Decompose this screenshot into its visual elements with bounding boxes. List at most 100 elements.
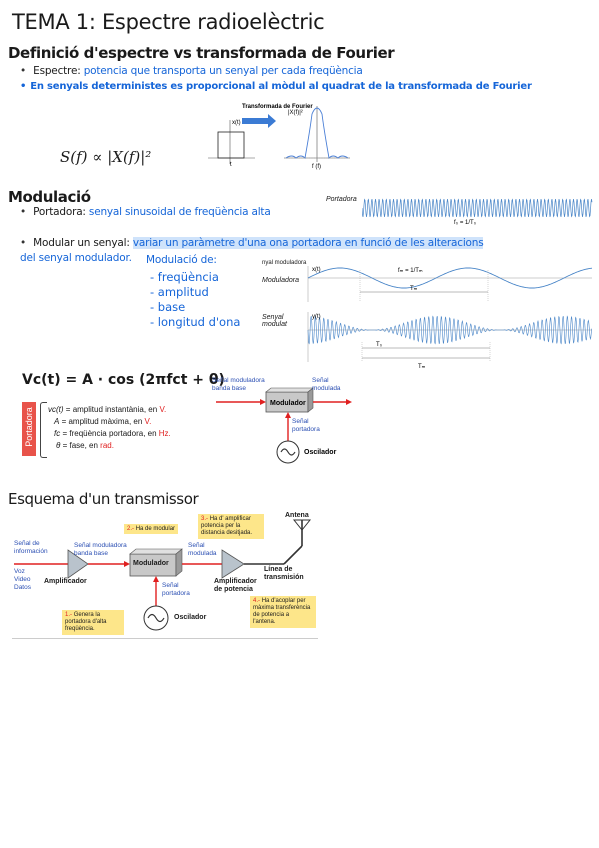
- input-signal-label: Señal moduladora banda base: [212, 377, 265, 392]
- list-item: - base: [150, 300, 186, 314]
- note-1: 1.- Genera la portadora d'alta freqüènci…: [62, 610, 124, 635]
- transmitter-diagram: Señal de información Voz Video Datos Amp…: [12, 512, 318, 639]
- wave-top-cut-label: nyal moduladora: [262, 260, 307, 266]
- def-symbol: vc(t): [48, 405, 64, 414]
- note-number: 3.-: [201, 516, 209, 522]
- carrier-annotation: f₀ = 1/T₀: [454, 220, 477, 226]
- bullet-text: variar un paràmetre d'una ona portadora …: [132, 237, 484, 249]
- power-amplifier-icon: [221, 549, 245, 579]
- page-title: TEMA 1: Espectre radioelèctric: [12, 10, 325, 34]
- f-label: f (f): [312, 164, 321, 170]
- antenna-icon: [292, 519, 312, 531]
- note-number: 2.-: [127, 526, 135, 532]
- oscillator-label: Oscilador: [174, 614, 207, 621]
- bullet-text: potencia que transporta un senyal per ca…: [83, 65, 363, 77]
- modulator-block-label: Modulador: [270, 400, 306, 407]
- spectrum-formula: S(f) ∝ |X(f)|²: [60, 148, 152, 166]
- def-text: = amplitud instantània, en: [65, 405, 158, 414]
- section-heading-transmissor: Esquema d'un transmissor: [8, 490, 199, 508]
- bullet-deterministic: En senyals deterministes es proporcional…: [20, 81, 532, 92]
- carrier-signal-label: Señal portadora: [292, 418, 320, 433]
- xt-label: x(t): [312, 267, 321, 273]
- note-number: 1.-: [65, 612, 73, 618]
- t-label: t: [230, 162, 232, 168]
- antenna-label: Antena: [285, 512, 309, 519]
- def-text: = fase, en: [62, 441, 98, 450]
- note-text: Ha d' amplificar potencia per la distanc…: [201, 516, 253, 536]
- amplifier-icon: [67, 549, 89, 579]
- note-text: Ha de modular: [135, 526, 176, 532]
- t0-label: T₀: [376, 342, 383, 348]
- carrier-label: Portadora: [326, 196, 357, 203]
- power-amp-label: Amplificador de potencia: [214, 578, 257, 593]
- tm-label-bottom: Tₘ: [418, 364, 426, 370]
- portadora-label: Señal portadora: [162, 582, 190, 597]
- list-item: - freqüència: [150, 270, 219, 284]
- transmission-line-label: Línea de transmisión: [264, 566, 304, 581]
- bullet-text: senyal sinusoidal de freqüència alta: [88, 206, 271, 218]
- note-text: Ha d'acoplar per màxima transferència de…: [253, 598, 311, 625]
- bullet-modular-continued: del senyal modulador.: [20, 252, 132, 264]
- definition-row: fc = freqüència portadora, en Hz.: [48, 428, 171, 440]
- definition-row: θ = fase, en rad.: [48, 440, 171, 452]
- banda-base-label: Señal moduladora banda base: [74, 542, 127, 557]
- fm-annotation: fₘ = 1/Tₘ: [398, 268, 423, 274]
- definition-row: A = amplitud màxima, en V.: [48, 416, 171, 428]
- note-4: 4.- Ha d'acoplar per màxima transferènci…: [250, 596, 316, 628]
- note-text: Genera la portadora d'alta freqüència.: [65, 612, 107, 632]
- fourier-arrow-icon: [242, 114, 276, 128]
- spectrum-axis-label: |X(f)|²: [288, 110, 303, 116]
- def-symbol: fc: [54, 429, 61, 438]
- list-item: Voz: [14, 568, 25, 575]
- note-3: 3.- Ha d' amplificar potencia per la dis…: [198, 514, 264, 539]
- modulacio-de: Modulació de:: [146, 254, 217, 266]
- definition-row: vc(t) = amplitud instantània, en V.: [48, 404, 171, 416]
- source-list: Voz Video Datos: [14, 568, 31, 592]
- oscillator-icon: [147, 613, 165, 623]
- def-text: = freqüència portadora, en: [62, 429, 157, 438]
- time-axis-label: x(t): [232, 120, 241, 126]
- info-signal-label: Señal de información: [14, 540, 48, 555]
- note-number: 4.-: [253, 598, 261, 604]
- modulation-waves: x(t) fₘ = 1/Tₘ Tₘ y(t) T₀ Tₘ: [307, 266, 593, 370]
- fourier-arrow-label: Transformada de Fourier: [242, 104, 313, 110]
- bullet-modular: Modular un senyal: variar un paràmetre d…: [20, 237, 484, 249]
- list-item: Datos: [14, 584, 31, 591]
- def-text: = amplitud màxima, en: [61, 417, 143, 426]
- oscillator-label: Oscilador: [304, 449, 337, 456]
- list-item: Video: [14, 576, 31, 583]
- bullet-label: Espectre:: [33, 65, 81, 77]
- carrier-formula: Vc(t) = A · cos (2πfct + θ): [22, 372, 225, 388]
- def-unit: V.: [159, 405, 167, 414]
- senyal-modulat-label: Senyal modulat: [262, 314, 287, 328]
- def-symbol: A: [54, 417, 60, 426]
- portadora-tag: Portadora: [22, 402, 36, 456]
- output-signal-label: Señal modulada: [312, 377, 341, 392]
- modulator-label: Modulador: [133, 560, 169, 567]
- portadora-tag-label: Portadora: [24, 407, 34, 447]
- list-item: - amplitud: [150, 285, 209, 299]
- fourier-figure: x(t) t Transformada de Fourier |X(f)|² f…: [208, 104, 350, 170]
- definitions-bracket: [40, 402, 47, 458]
- modulator-diagram: Modulador Oscilador: [216, 387, 352, 464]
- modulation-types-list: - freqüència - amplitud - base - longitu…: [150, 270, 240, 330]
- bullet-portadora: Portadora: senyal sinusoidal de freqüènc…: [20, 206, 271, 218]
- moduladora-label: Moduladora: [262, 277, 299, 284]
- section-heading-modulacio: Modulació: [8, 188, 91, 206]
- section-heading-spectrum: Definició d'espectre vs transformada de …: [8, 44, 395, 62]
- yt-label: y(t): [312, 314, 321, 320]
- list-item: - longitud d'ona: [150, 315, 241, 329]
- modulada-label: Señal modulada: [188, 542, 217, 557]
- def-unit: V.: [144, 417, 152, 426]
- def-unit: Hz.: [158, 429, 171, 438]
- note-2: 2.- Ha de modular: [124, 524, 179, 534]
- bullet-espectre: Espectre: potencia que transporta un sen…: [20, 65, 363, 77]
- carrier-wave: f₀ = 1/T₀: [362, 198, 593, 226]
- carrier-definitions: vc(t) = amplitud instantània, en V. A = …: [48, 404, 171, 452]
- def-unit: rad.: [100, 441, 114, 450]
- tm-label-top: Tₘ: [410, 286, 418, 292]
- amplifier-label: Amplificador: [44, 578, 87, 585]
- oscillator-icon: [280, 448, 296, 456]
- bullet-label: Portadora:: [33, 206, 86, 218]
- def-symbol: θ: [56, 441, 61, 450]
